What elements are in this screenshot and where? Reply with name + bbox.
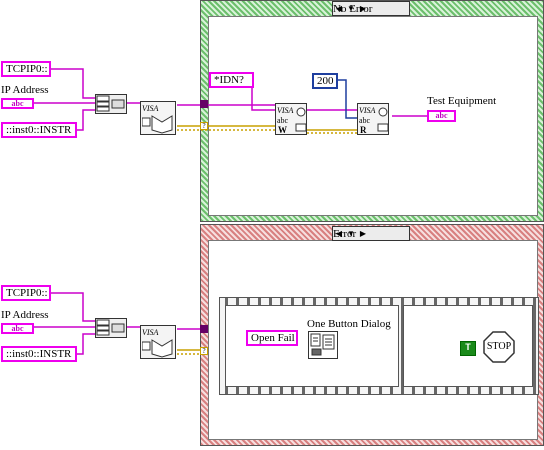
test-equipment-label: Test Equipment [427, 95, 497, 107]
test-equipment-indicator[interactable]: abc [427, 110, 456, 122]
string-constant-instr[interactable]: ::inst0::INSTR [1, 346, 77, 362]
read-letter: R [360, 125, 367, 135]
ip-address-control[interactable]: abc [1, 98, 34, 109]
ip-address-label: IP Address [1, 309, 49, 321]
visa-open-node[interactable]: VISA [140, 101, 176, 135]
string-constant-idn[interactable]: *IDN? [209, 72, 254, 88]
open-book-icon [142, 115, 173, 134]
error-tunnel: ? [200, 347, 208, 355]
dropdown-arrow-icon[interactable]: ▼ [347, 4, 355, 13]
string-tunnel [200, 100, 208, 108]
case-selector-no-error[interactable]: ◀ No Error ▼ ▶ [332, 1, 410, 16]
error-tunnel: ? [200, 122, 208, 130]
one-button-dialog-node[interactable] [308, 331, 338, 359]
concatenate-icon [96, 319, 125, 336]
stop-node[interactable]: STOP [483, 331, 515, 363]
visa-read-node[interactable]: VISA abc R [357, 103, 389, 135]
case-selector-error[interactable]: ◀ Error ▼ ▶ [332, 226, 410, 241]
write-letter: W [278, 125, 287, 135]
string-constant-instr[interactable]: ::inst0::INSTR [1, 122, 77, 138]
string-constant-open-fail[interactable]: Open Fail [246, 330, 298, 346]
one-button-dialog-label: One Button Dialog [307, 318, 391, 330]
string-tunnel [200, 325, 208, 333]
ip-address-control[interactable]: abc [1, 323, 34, 334]
open-book-icon [142, 339, 173, 358]
case-structure-no-error [200, 0, 544, 222]
read-icon [377, 107, 389, 132]
ip-address-label: IP Address [1, 84, 49, 96]
string-constant-tcpip[interactable]: TCPIP0:: [1, 285, 51, 301]
numeric-constant-200[interactable]: 200 [312, 73, 338, 89]
build-path-node[interactable] [95, 318, 127, 338]
decrement-arrow-icon[interactable]: ◀ [335, 229, 343, 238]
string-constant-tcpip[interactable]: TCPIP0:: [1, 61, 51, 77]
dropdown-arrow-icon[interactable]: ▼ [347, 229, 355, 238]
build-path-node[interactable] [95, 94, 127, 114]
write-icon [295, 107, 307, 132]
visa-open-node[interactable]: VISA [140, 325, 176, 359]
concatenate-icon [96, 95, 125, 112]
visa-write-node[interactable]: VISA abc W [275, 103, 307, 135]
decrement-arrow-icon[interactable]: ◀ [335, 4, 343, 13]
stop-sign-icon [483, 331, 515, 363]
wire-layer-bottom [34, 292, 483, 355]
wire-layer-top [34, 68, 428, 134]
dialog-icon [310, 333, 335, 356]
increment-arrow-icon[interactable]: ▶ [359, 4, 367, 13]
true-constant[interactable]: T [460, 341, 476, 356]
increment-arrow-icon[interactable]: ▶ [359, 229, 367, 238]
